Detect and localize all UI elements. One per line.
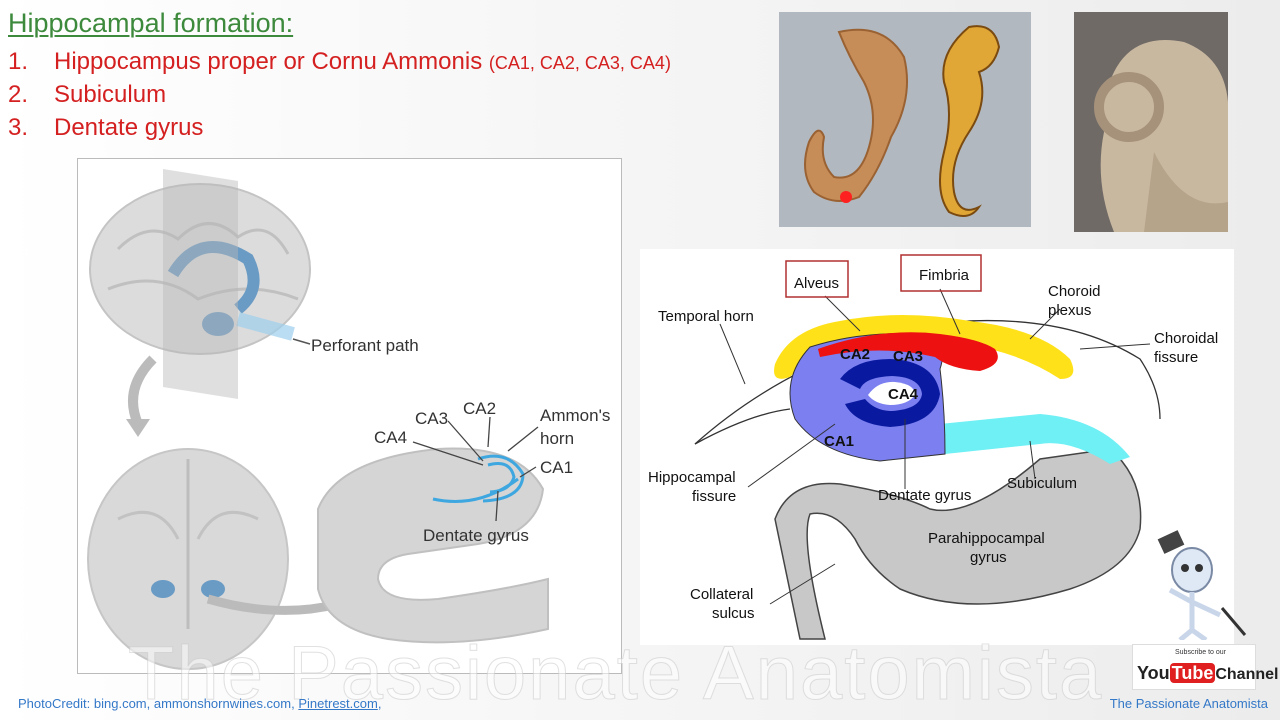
schematic-svg: Alveus Fimbria Choroid plexus Temporal h… (648, 254, 1218, 640)
label-dentate: Dentate gyrus (423, 526, 529, 545)
label-choroid: Choroid (1048, 283, 1101, 300)
label-ca3: CA3 (893, 348, 923, 365)
label-parahippocampal: Parahippocampal (928, 530, 1045, 547)
hippocampus-section (317, 447, 549, 644)
label-ca3: CA3 (415, 409, 448, 428)
choroid-plexus (774, 315, 1074, 379)
skeleton-mascot-icon (1157, 530, 1247, 640)
label-subiculum: Subiculum (1007, 475, 1077, 492)
watermark: The Passionate Anatomista (127, 631, 1104, 717)
photo-credit: PhotoCredit: bing.com, ammonshornwines.c… (18, 696, 382, 711)
ram-horn-shape (1094, 72, 1164, 142)
list-text: Dentate gyrus (54, 114, 204, 141)
ammon-statue-photo (1074, 12, 1228, 232)
label-sulcus: sulcus (712, 605, 755, 622)
page-title: Hippocampal formation: (8, 8, 294, 38)
formation-list: 1. Hippocampus proper or Cornu Ammonis (… (8, 48, 671, 147)
label-ca1: CA1 (824, 433, 854, 450)
hippocampus-shape (167, 241, 260, 314)
label-plexus: plexus (1048, 302, 1091, 319)
hippocampus-seahorse-photo (779, 12, 1031, 227)
label-alveus: Alveus (794, 275, 839, 292)
label-gyrus: gyrus (970, 549, 1007, 566)
subscribe-text: Subscribe to our (1175, 649, 1226, 656)
label-temporal-horn: Temporal horn (658, 308, 754, 325)
label-hippocampal-fissure: fissure (692, 488, 736, 505)
brain-lateral-image (89, 183, 311, 355)
label-horn: horn (540, 429, 574, 448)
list-number: 3. (8, 114, 29, 141)
label-hippocampal: Hippocampal (648, 469, 736, 486)
hippocampus-photo-shape (804, 28, 909, 202)
dentate-gyrus (840, 359, 940, 427)
brand-footer: The Passionate Anatomista (1109, 696, 1268, 711)
arrow-icon (128, 355, 157, 426)
list-text: Hippocampus proper or Cornu Ammonis (CA1… (54, 48, 671, 75)
label-ammons: Ammon's (540, 406, 610, 425)
list-item: 2. Subiculum (8, 81, 671, 114)
section-plane (163, 169, 238, 399)
alveus-box (785, 260, 849, 298)
credit-link[interactable]: Pinetrest.com (298, 696, 378, 711)
label-ca1: CA1 (540, 458, 573, 477)
list-item: 3. Dentate gyrus (8, 114, 671, 147)
label-perforant: Perforant path (311, 336, 419, 355)
seahorse-shape (939, 25, 1001, 217)
label-ca2: CA2 (840, 346, 870, 363)
brain-section-illustration: Perforant path CA4 CA3 CA2 Ammon's horn … (77, 158, 622, 674)
fimbria-region (818, 332, 998, 371)
arrow-icon (206, 594, 340, 615)
label-ca4: CA4 (888, 386, 919, 403)
fimbria-box (900, 254, 982, 292)
list-number: 1. (8, 48, 29, 75)
hippocampus-schematic: Alveus Fimbria Choroid plexus Temporal h… (640, 249, 1234, 645)
red-dot-icon (840, 191, 852, 203)
list-item: 1. Hippocampus proper or Cornu Ammonis (… (8, 48, 671, 81)
statue-head (1100, 40, 1228, 232)
label-collateral: Collateral (690, 586, 753, 603)
label-dentate: Dentate gyrus (878, 487, 971, 504)
parahippocampal-gyrus (774, 448, 1142, 640)
label-choroidal: Choroidal (1154, 330, 1218, 347)
label-choroidal-fissure: fissure (1154, 349, 1198, 366)
label-ca2: CA2 (463, 399, 496, 418)
subiculum-region (940, 414, 1130, 464)
label-ca4: CA4 (374, 428, 407, 447)
label-fimbria: Fimbria (919, 267, 970, 284)
list-number: 2. (8, 81, 29, 108)
list-text: Subiculum (54, 81, 167, 108)
brain-diagram-svg: Perforant path CA4 CA3 CA2 Ammon's horn … (87, 169, 610, 670)
